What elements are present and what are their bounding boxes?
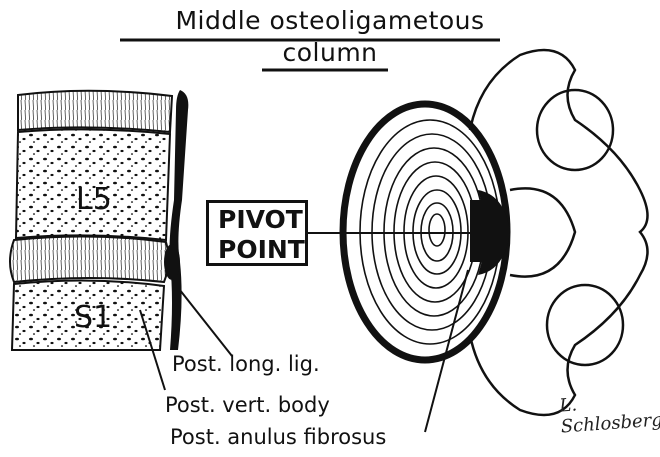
upper-disc [18,91,172,132]
pivot-mark-sagittal [164,244,180,280]
title-line-1: Middle osteoligametous [0,6,660,35]
label-s1: S1 [74,300,112,335]
facet-upper [537,90,613,170]
label-post-vert-body: Post. vert. body [165,393,330,417]
label-post-anulus: Post. anulus fibrosus [170,425,386,449]
pivot-mark-axial [470,200,492,262]
leader-post-long-lig [172,280,232,356]
artist-signature: L. Schlosberg [559,388,660,437]
pivot-line-1: PIVOT [218,205,305,235]
facet-lower [547,285,623,365]
title-line-2: column [0,38,660,67]
posterior-longitudinal-ligament [170,90,189,350]
pivot-line-2: POINT [218,235,305,265]
l5-s1-disc [10,236,169,282]
label-l5: L5 [76,182,112,217]
pivot-point-box: PIVOT POINT [206,200,308,266]
vertebral-foramen [510,188,575,276]
label-post-long-lig: Post. long. lig. [172,352,320,376]
